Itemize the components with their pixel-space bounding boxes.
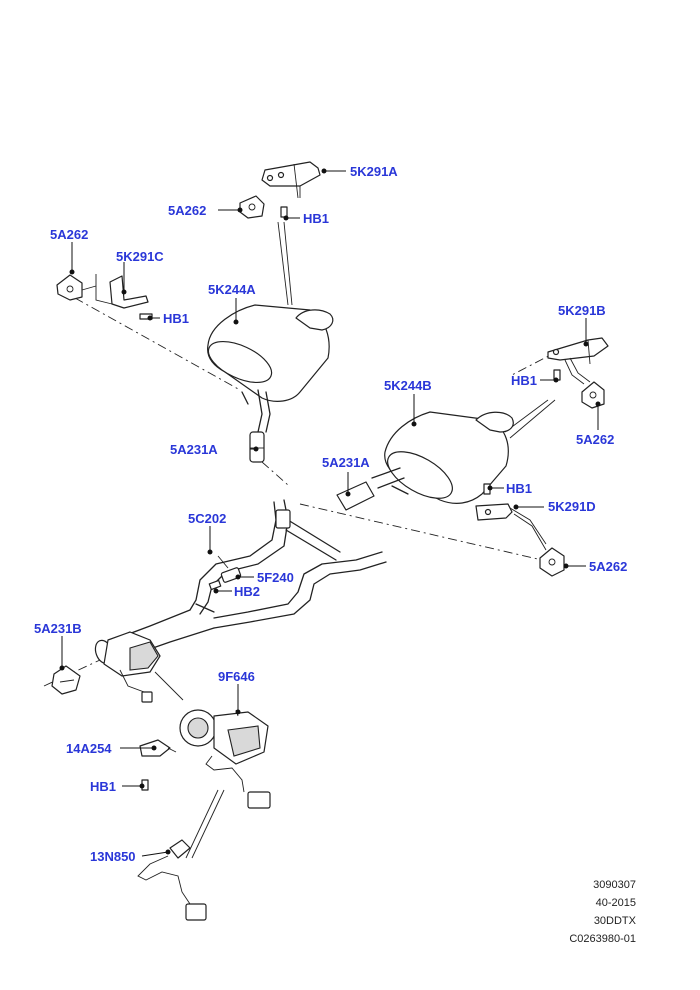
label-5c202: 5C202 xyxy=(188,511,226,526)
label-5k291d: 5K291D xyxy=(548,499,596,514)
label-5a262-bottom: 5A262 xyxy=(589,559,627,574)
isolator-5a262-right xyxy=(581,381,605,409)
bracket-5k291a xyxy=(261,161,321,199)
label-5a231a-left: 5A231A xyxy=(170,442,218,457)
label-9f646: 9F646 xyxy=(218,669,255,684)
label-hb1-bottom: HB1 xyxy=(90,779,116,794)
label-5a262-left: 5A262 xyxy=(50,227,88,242)
bolt-hb2 xyxy=(208,579,222,591)
sensor-9f646 xyxy=(179,709,271,809)
clamp-5a231b xyxy=(51,665,81,695)
label-5k244b: 5K244B xyxy=(384,378,432,393)
bolt-hb1-top xyxy=(280,206,288,218)
label-5f240: 5F240 xyxy=(257,570,294,585)
label-5k291c: 5K291C xyxy=(116,249,164,264)
isolator-5a262-bottom xyxy=(539,547,565,577)
bracket-5k291d xyxy=(475,503,547,551)
bracket-5k291c xyxy=(81,274,149,309)
label-5a231a-right: 5A231A xyxy=(322,455,370,470)
reference-line-3: 30DDTX xyxy=(593,915,636,927)
label-hb1-mid: HB1 xyxy=(506,481,532,496)
label-5k291a: 5K291A xyxy=(350,164,398,179)
pipe-assembly-5c202 xyxy=(117,499,387,657)
isolator-5a262-top xyxy=(239,195,265,219)
label-hb1-left: HB1 xyxy=(163,311,189,326)
label-14a254: 14A254 xyxy=(66,741,112,756)
harness-13n850 xyxy=(137,839,207,921)
reference-block: 3090307 40-2015 30DDTX C0263980-01 xyxy=(569,876,636,948)
label-5a262-top: 5A262 xyxy=(168,203,206,218)
label-hb1-top: HB1 xyxy=(303,211,329,226)
muffler-5k244a xyxy=(207,304,334,433)
label-5k291b: 5K291B xyxy=(558,303,606,318)
label-5k244a: 5K244A xyxy=(208,282,256,297)
isolator-5a262-left xyxy=(56,274,83,301)
label-5a262-right: 5A262 xyxy=(576,432,614,447)
catalyst-front xyxy=(94,631,161,703)
label-hb2: HB2 xyxy=(234,584,260,599)
reference-line-1: 3090307 xyxy=(593,879,636,891)
label-5a231b: 5A231B xyxy=(34,621,82,636)
muffler-5k244b xyxy=(371,411,514,504)
label-hb1-right: HB1 xyxy=(511,373,537,388)
reference-line-4: C0263980-01 xyxy=(569,933,636,945)
reference-line-2: 40-2015 xyxy=(595,897,636,909)
callout-labels: 5K291A 5A262 HB1 5A262 5K291C HB1 5K244A… xyxy=(34,164,627,864)
clamp-5a231a-right xyxy=(336,481,375,511)
label-13n850: 13N850 xyxy=(90,849,136,864)
callout-leaders xyxy=(59,168,601,857)
